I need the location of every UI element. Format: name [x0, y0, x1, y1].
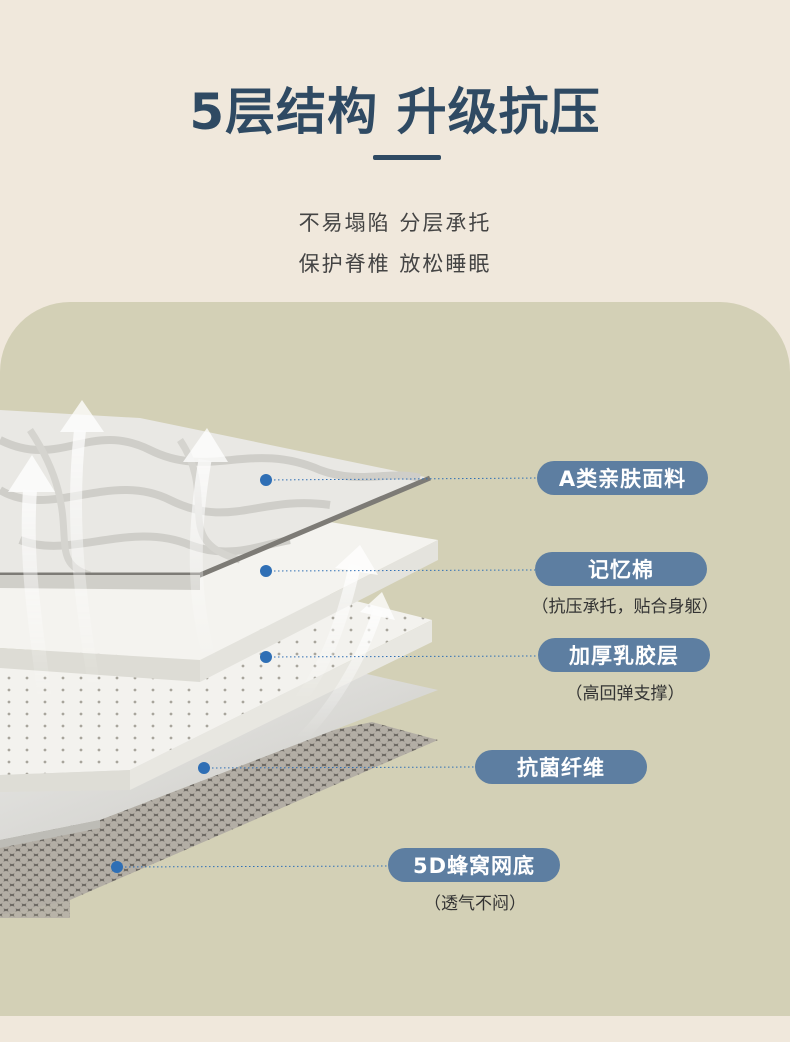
- title-underline: [373, 155, 441, 160]
- subtitle-line-2: 保护脊椎 放松睡眠: [298, 252, 492, 276]
- layer-3-note: （高回弹支撑）: [565, 684, 685, 704]
- layer-4-label: 抗菌纤维: [475, 750, 647, 784]
- layer-5-label: 5D蜂窝网底: [388, 848, 560, 882]
- layer-2-label: 记忆棉: [535, 552, 707, 586]
- layer-2-note: （抗压承托，贴合身躯）: [531, 597, 719, 617]
- airflow-arrows: [8, 400, 395, 744]
- leader-lines: [116, 477, 541, 868]
- mattress-layers-illustration: [0, 400, 541, 918]
- layer-1-label: A类亲肤面料: [537, 461, 708, 495]
- subtitle-line-1: 不易塌陷 分层承托: [298, 211, 492, 235]
- layer-5-note: （透气不闷）: [424, 894, 526, 914]
- layer-3-label: 加厚乳胶层: [538, 638, 710, 672]
- page-title: 5层结构 升级抗压: [189, 83, 601, 141]
- honeycomb-base-layer: [0, 722, 438, 918]
- fabric-top-layer: [0, 410, 431, 590]
- layer-markers: [111, 474, 272, 873]
